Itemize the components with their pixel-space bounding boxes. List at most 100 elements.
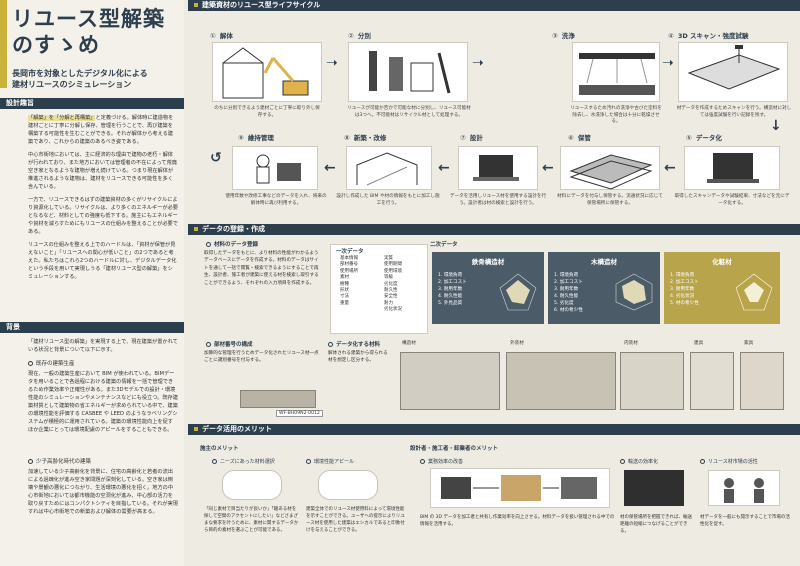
step-1-title: 解体 — [219, 32, 233, 40]
washing-illustration — [572, 42, 660, 102]
bullet-circle-icon — [328, 342, 333, 347]
arrow-left-icon: ← — [542, 160, 554, 176]
step-8-title: 新築・改修 — [353, 134, 387, 142]
washing-icon — [579, 53, 655, 95]
bullet-circle-icon — [28, 459, 33, 464]
owner-item-2: 環境性能アピール — [306, 458, 354, 465]
owner-merit-text-1: 「同じ素材で目当たりが良いか」「趣ある材を探して空間のアクセントにしたい」などさ… — [204, 507, 299, 533]
part-number-tag: WF-BH09N2-0012 — [276, 410, 323, 417]
step-6-num: ⑥ — [568, 134, 574, 142]
title-accent-bar — [0, 0, 7, 88]
intro-paragraph-4: リユースの仕組みを整える上でのハードルは、「資材が保管が見えないこと」「リユース… — [28, 242, 177, 280]
step-7-caption: データを活用しリユース材を使用する設計を行う。設計者は材の検索と設計を行う。 — [449, 194, 547, 206]
list-item: 1. 環境負荷 — [670, 273, 695, 278]
step-4-caption: 材データを作成するためスキャンを行う。構造材に対しては強度試験を行い記録を残す。 — [676, 106, 792, 118]
owner-item-1: ニーズにあった材料選択 — [212, 458, 275, 465]
data-item-2-label: 部材番号の構成 — [214, 342, 253, 348]
list-item: 形状 — [340, 288, 349, 294]
data-item-1-title: 材料のデータ登録 — [206, 240, 258, 248]
step-3-title: 洗浄 — [561, 32, 575, 40]
arrow-up-icon: ↺ — [210, 150, 222, 166]
scan-icon — [687, 45, 781, 90]
step-8-caption: 設計し作成した BIM や材の情報をもとに加工し施工を行う。 — [336, 194, 440, 206]
step-3-caption: リユースするため汚れの洗浄や古びた塗料を除去し、水洗浄した場合は十分に乾燥させる… — [570, 106, 662, 124]
step-7-title: 設計 — [469, 134, 483, 142]
bullet-circle-icon — [206, 342, 211, 347]
list-item: 重量 — [340, 300, 349, 306]
exterior-material-image — [506, 352, 616, 410]
data-item-2-text: 加算的な管理を行うためデータ化されたリユース材一点ごとに識別番号を付与する。 — [204, 351, 319, 363]
step-5-num: ⑤ — [686, 134, 692, 142]
data-item-1-label: 材料のデータ登録 — [214, 242, 259, 248]
list-item: 劣化状況 — [384, 307, 402, 313]
data-item-3-title: データ化する材料 — [328, 340, 380, 348]
demolition-illustration — [212, 42, 322, 102]
background-text-2: 加速している少子高齢化を背景に、住宅の高齢化と若者の流出による過疎化が進み空き家… — [28, 469, 178, 515]
list-item: 2. 加工コスト — [554, 280, 583, 285]
arrow-left-icon: ← — [438, 160, 450, 176]
list-item: 1. 環境負荷 — [554, 273, 579, 278]
workflow-illustration — [430, 468, 610, 508]
owner-item-1-label: ニーズにあった材料選択 — [220, 459, 275, 465]
background-intro: 「建材リユース型の解築」を実現する上で、現在建築が置かれている状況と背景について… — [28, 339, 178, 353]
step-6-caption: 材料にデータを付与し保管する。流通状況に応じて保管場所に保管する。 — [557, 194, 663, 206]
designer-merit-text-2: 材の保管場所を把握できれば、輸送距離の短縮につなげることができる。 — [620, 515, 692, 534]
list-item: 4. 劣化状況 — [670, 294, 695, 299]
list-item: 実質 — [384, 256, 393, 261]
step-2-title: 分別 — [357, 32, 371, 40]
scan-illustration — [678, 42, 788, 102]
sorting-illustration — [348, 42, 468, 102]
bullet-circle-icon — [306, 459, 311, 464]
background-item-1: 既存の建築生産 — [28, 360, 75, 368]
card-steel-list: 1. 環境負荷 2. 加工コスト 3. 耐用年数 4. 耐久性能 5. 外見品質 — [438, 272, 538, 307]
storage-icon — [569, 154, 653, 190]
data-item-1-text: 取得したデータをもとに、より材料の性能がわかるようデータベースにデータを作成する… — [204, 251, 319, 286]
sorting-icon — [369, 51, 451, 94]
list-item: 3. 耐用年数 — [438, 287, 463, 292]
data-item-3-text: 解体される建築から得られる材を想定し区分する。 — [328, 351, 388, 363]
step-5-title: データ化 — [695, 134, 722, 142]
step-9-num: ⑨ — [238, 134, 244, 142]
designer-item-3-label: リユース材市場の活性 — [708, 459, 758, 465]
header-dot-icon — [194, 227, 198, 231]
primary-data-list-a: 基本情報 部材番号 使用場所 素材 樹種 形状 寸法 重量 — [340, 256, 382, 307]
step-1-caption: のちに分別できるよう建材ごとに丁寧に取り外し保存する。 — [214, 106, 320, 118]
owner-illustration-1 — [222, 470, 282, 500]
maintenance-icon — [256, 154, 301, 184]
list-item: 耐久性 — [384, 288, 398, 294]
material-label-exterior: 外装材 — [510, 341, 524, 346]
designer-merit-text-3: 材データを一般にも開示することで市場の活性化を促す。 — [700, 515, 790, 527]
intro-paragraph-1: と定義づける。解体時に建造物を建材ごとに丁寧に分解し保存、管理を行うことで、再び… — [28, 115, 174, 145]
list-item: 6. 材の希少性 — [554, 308, 583, 313]
radar-chart-icon — [735, 273, 773, 311]
list-item: 劣化度 — [384, 281, 398, 287]
beam-sample-image — [240, 390, 316, 408]
storage-illustration — [560, 146, 660, 190]
lifecycle-header: 建築資材のリユース型ライフサイクル — [188, 0, 800, 11]
material-label-structure: 構造材 — [402, 341, 416, 346]
title-line-1: リユース型解築 — [12, 7, 165, 31]
design-desk-icon — [473, 155, 519, 181]
step-9-title: 維持管理 — [247, 134, 274, 142]
poster-subtitle: 長岡市を対象としたデジタル化による 建材リユースのシミュレーション — [12, 68, 148, 90]
background-item-2: 少子高齢化時代の建築 — [28, 458, 91, 466]
design-intent-text: 「解築」を「分解と再構築」と定義づける。解体時に建造物を建材ごとに丁寧に分解し保… — [28, 114, 178, 314]
list-item: 5. 劣化度 — [554, 301, 574, 306]
arrow-right-icon: ➝ — [326, 55, 338, 71]
header-dot-icon — [194, 3, 198, 7]
section-header-background: 背景 — [0, 322, 184, 333]
list-item: 3. 耐用年数 — [554, 287, 579, 292]
list-item: 部材番号 — [340, 262, 358, 268]
list-item: 3. 耐用年数 — [670, 287, 695, 292]
data-item-2-title: 部材番号の構成 — [206, 340, 253, 348]
list-item: 樹種 — [340, 281, 349, 287]
designer-item-3: リユース材市場の活性 — [700, 458, 758, 465]
card-steel: 鉄骨構造材 1. 環境負荷 2. 加工コスト 3. 耐用年数 4. 耐久性能 5… — [432, 252, 544, 324]
arrow-right-icon: ➝ — [662, 55, 674, 71]
